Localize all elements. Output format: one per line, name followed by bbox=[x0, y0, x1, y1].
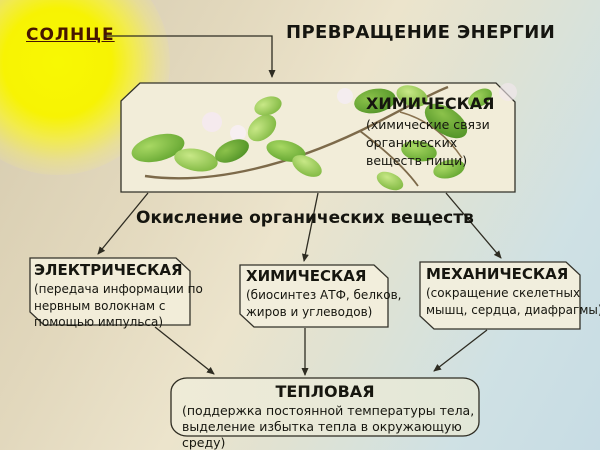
box-chemical-synthesis: ХИМИЧЕСКАЯ (биосинтез АТФ, белков, жиров… bbox=[246, 267, 401, 320]
connector-to-mechanical bbox=[445, 192, 502, 259]
box-chemical-food-shape bbox=[120, 82, 516, 193]
box-electrical-desc-line: нервным волокнам с bbox=[34, 298, 166, 313]
box-thermal-shape bbox=[170, 377, 480, 437]
box-mechanical-desc-line: мышц, сердца, диафрагмы) bbox=[426, 302, 600, 317]
box-mechanical: МЕХАНИЧЕСКАЯ (сокращение скелетных мышц,… bbox=[426, 265, 600, 318]
box-chemical-synthesis-desc-line: (биосинтез АТФ, белков, bbox=[246, 288, 402, 302]
connector-to-electrical bbox=[97, 192, 149, 255]
box-electrical-desc-line: помощью импульса) bbox=[34, 315, 164, 329]
box-electrical-shape bbox=[29, 257, 191, 326]
box-chemical-food-desc-line: веществ пищи) bbox=[366, 153, 468, 168]
box-electrical: ЭЛЕКТРИЧЕСКАЯ (передача информации по не… bbox=[34, 261, 203, 331]
page-title: ПРЕВРАЩЕНИЕ ЭНЕРГИИ bbox=[286, 22, 556, 43]
connector-sun-to-chemical bbox=[104, 35, 276, 78]
leafy-branch-image bbox=[131, 83, 517, 191]
connector-electrical-to-thermal bbox=[154, 326, 215, 375]
box-mechanical-title: МЕХАНИЧЕСКАЯ bbox=[426, 265, 569, 283]
box-chemical-synthesis-shape bbox=[239, 264, 389, 328]
sun-label: СОЛНЦЕ bbox=[26, 25, 115, 45]
box-mechanical-shape bbox=[419, 261, 581, 330]
connector-to-chemical-synthesis bbox=[301, 192, 319, 262]
box-thermal: ТЕПЛОВАЯ (поддержка постоянной температу… bbox=[171, 382, 479, 450]
box-thermal-desc-line: выделение избытка тепла в окружающую bbox=[182, 419, 462, 434]
connector-mechanical-to-thermal bbox=[433, 329, 488, 372]
box-chemical-synthesis-desc-line: жиров и углеводов) bbox=[246, 304, 373, 319]
box-mechanical-desc-line: (сокращение скелетных bbox=[426, 286, 581, 300]
box-chemical-food-desc-line: (химические связи bbox=[366, 117, 490, 132]
box-thermal-title: ТЕПЛОВАЯ bbox=[275, 382, 375, 401]
box-thermal-desc-line: среду) bbox=[182, 435, 226, 450]
box-electrical-desc-line: (передача информации по bbox=[34, 282, 203, 296]
box-electrical-title: ЭЛЕКТРИЧЕСКАЯ bbox=[34, 261, 183, 279]
box-chemical-food-desc-line: органических bbox=[366, 135, 458, 150]
oxidation-label: Окисление органических веществ bbox=[136, 208, 474, 228]
box-thermal-desc-line: (поддержка постоянной температуры тела, bbox=[182, 403, 475, 418]
box-chemical-food-title: ХИМИЧЕСКАЯ bbox=[366, 94, 495, 113]
box-chemical-synthesis-title: ХИМИЧЕСКАЯ bbox=[246, 267, 367, 285]
box-chemical-food: ХИМИЧЕСКАЯ (химические связи органически… bbox=[366, 94, 494, 170]
